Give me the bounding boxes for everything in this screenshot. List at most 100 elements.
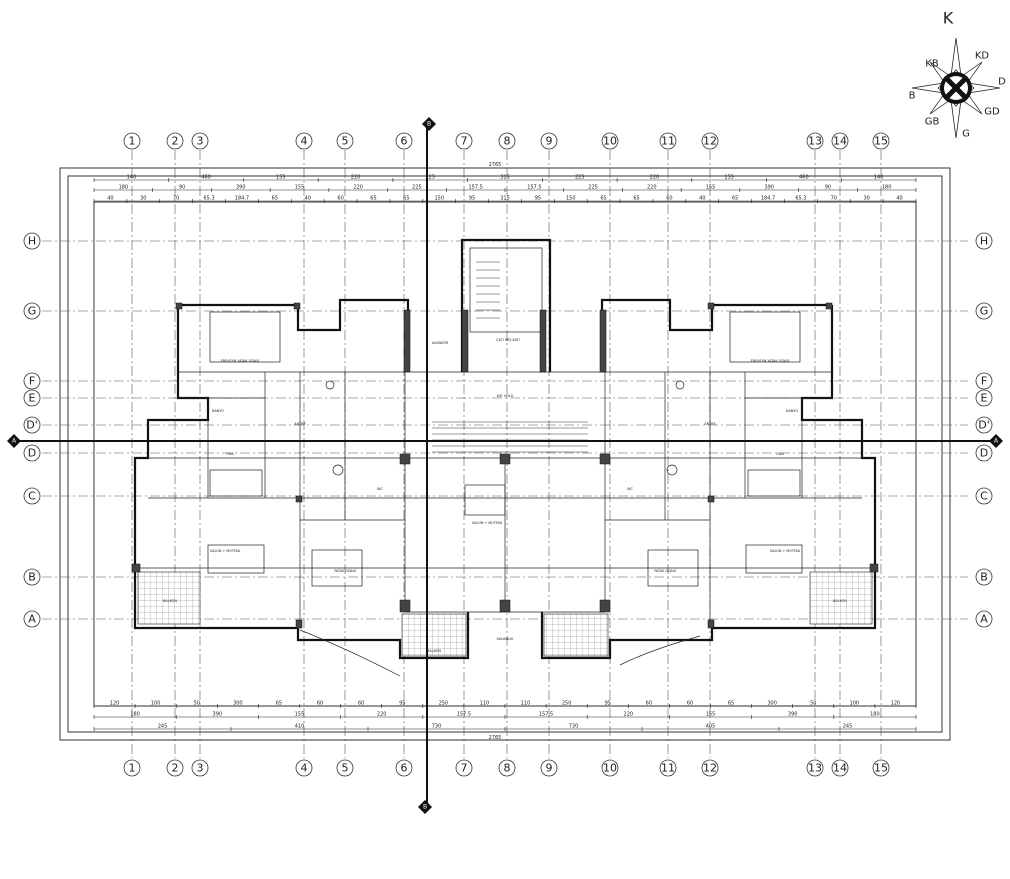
dimension-label: 65 [732, 196, 738, 202]
dimension-label: 155 [724, 175, 734, 181]
axis-bubble-left-C: C [23, 487, 41, 505]
room-label: BALKON [163, 599, 177, 603]
dimension-label: 65 [370, 196, 376, 202]
svg-text:B: B [423, 804, 427, 811]
svg-text:G: G [28, 305, 37, 318]
axis-bubble-1-top: 1 [123, 132, 141, 150]
svg-text:1: 1 [129, 135, 136, 148]
room-label: ODA [776, 452, 784, 456]
dimension-label: 30 [863, 196, 869, 202]
axis-bubble-7-bottom: 7 [455, 759, 473, 777]
room-label: KAT HOLÜ [497, 393, 514, 398]
svg-text:2: 2 [172, 762, 179, 775]
dimension-label: 390 [788, 712, 798, 718]
axis-bubble-8-top: 8 [498, 132, 516, 150]
dimension-label: 30 [140, 196, 146, 202]
axis-bubble-15-top: 15 [872, 132, 890, 150]
section-mark-b-bottom: B [418, 800, 432, 814]
dimension-label: 220 [650, 175, 660, 181]
dimension-label: 70 [831, 196, 837, 202]
axis-bubble-9-bottom: 9 [540, 759, 558, 777]
axis-bubble-right-B: B [975, 568, 993, 586]
svg-text:3: 3 [197, 762, 204, 775]
svg-text:B: B [28, 571, 36, 584]
dimension-label: 65.3 [795, 196, 806, 202]
axis-bubble-9-top: 9 [540, 132, 558, 150]
axis-bubble-left-D': D' [23, 416, 41, 434]
svg-text:D: D [28, 447, 36, 460]
dimension-label: 100 [850, 701, 860, 707]
dimension-label: 315 [500, 196, 510, 202]
dimension-label: 155 [295, 712, 305, 718]
svg-text:A: A [28, 613, 36, 626]
dimension-label: 140 [127, 175, 137, 181]
axis-bubble-3-top: 3 [191, 132, 209, 150]
axis-bubble-right-H: H [975, 232, 993, 250]
svg-text:8: 8 [504, 762, 511, 775]
room-label: WC [627, 487, 633, 491]
dimension-label: 65 [633, 196, 639, 202]
room-label: ANTRE [704, 422, 715, 426]
svg-text:D': D' [978, 419, 990, 432]
svg-text:F: F [981, 375, 987, 388]
dimension-label: 390 [764, 185, 774, 191]
dimension-label: 225 [575, 175, 585, 181]
dimension-label: 220 [624, 712, 634, 718]
dimension-label: 157.5 [468, 185, 482, 191]
axis-bubble-left-F: F [23, 372, 41, 390]
axis-bubble-10-top: 10 [601, 132, 619, 150]
dimension-label: 410 [295, 724, 305, 730]
dimension-label: 120 [891, 701, 901, 707]
svg-text:E: E [981, 392, 988, 405]
inner-frame [67, 175, 943, 733]
svg-text:10: 10 [603, 135, 617, 148]
svg-text:4: 4 [301, 762, 308, 775]
dimension-label: 245 [158, 724, 168, 730]
dimension-label: 220 [647, 185, 657, 191]
dimension-label: 730 [432, 724, 442, 730]
room-label: WC [377, 487, 383, 491]
svg-text:H: H [28, 235, 36, 248]
room-label: ANTRE [294, 422, 305, 426]
dimension-label: 157.5 [527, 185, 541, 191]
dimension-label: 225 [412, 185, 422, 191]
dimension-label: 460 [201, 175, 211, 181]
svg-text:A: A [980, 613, 988, 626]
axis-bubble-13-bottom: 13 [806, 759, 824, 777]
dimension-total-top: 2765 [489, 162, 502, 168]
dimension-label: 95 [469, 196, 475, 202]
dimension-label: 180 [882, 185, 892, 191]
room-label: EBEVEYN YATAK ODASI [751, 359, 790, 363]
room-label: SALON + MUTFAK [210, 549, 241, 553]
axis-bubble-2-bottom: 2 [166, 759, 184, 777]
axis-bubble-right-F: F [975, 372, 993, 390]
axis-bubble-11-bottom: 11 [659, 759, 677, 777]
dimension-label: 110 [521, 701, 531, 707]
axis-bubble-left-H: H [23, 232, 41, 250]
axis-bubble-14-bottom: 14 [831, 759, 849, 777]
section-mark-a-left: A [7, 434, 21, 448]
compass-rose: K KB KD B D GB GD G [909, 9, 1007, 140]
dimension-label: 65 [276, 701, 282, 707]
dimension-label: 225 [588, 185, 598, 191]
dimension-label: 65.3 [204, 196, 215, 202]
svg-text:12: 12 [703, 135, 717, 148]
svg-text:15: 15 [874, 135, 888, 148]
dimension-label: 460 [799, 175, 809, 181]
compass-label: KD [975, 51, 990, 62]
dimension-label: 180 [130, 712, 140, 718]
dimension-label: 95 [535, 196, 541, 202]
room-label: BALKON [833, 599, 847, 603]
compass-label: B [909, 91, 916, 102]
svg-text:1: 1 [129, 762, 136, 775]
svg-text:13: 13 [808, 135, 822, 148]
svg-text:10: 10 [603, 762, 617, 775]
axis-bubble-15-bottom: 15 [872, 759, 890, 777]
svg-text:14: 14 [833, 135, 847, 148]
dimension-label: 90 [179, 185, 185, 191]
dimension-label: 180 [119, 185, 129, 191]
room-label: EBEVEYN YATAK ODASI [221, 359, 260, 363]
dimension-label: 100 [151, 701, 161, 707]
